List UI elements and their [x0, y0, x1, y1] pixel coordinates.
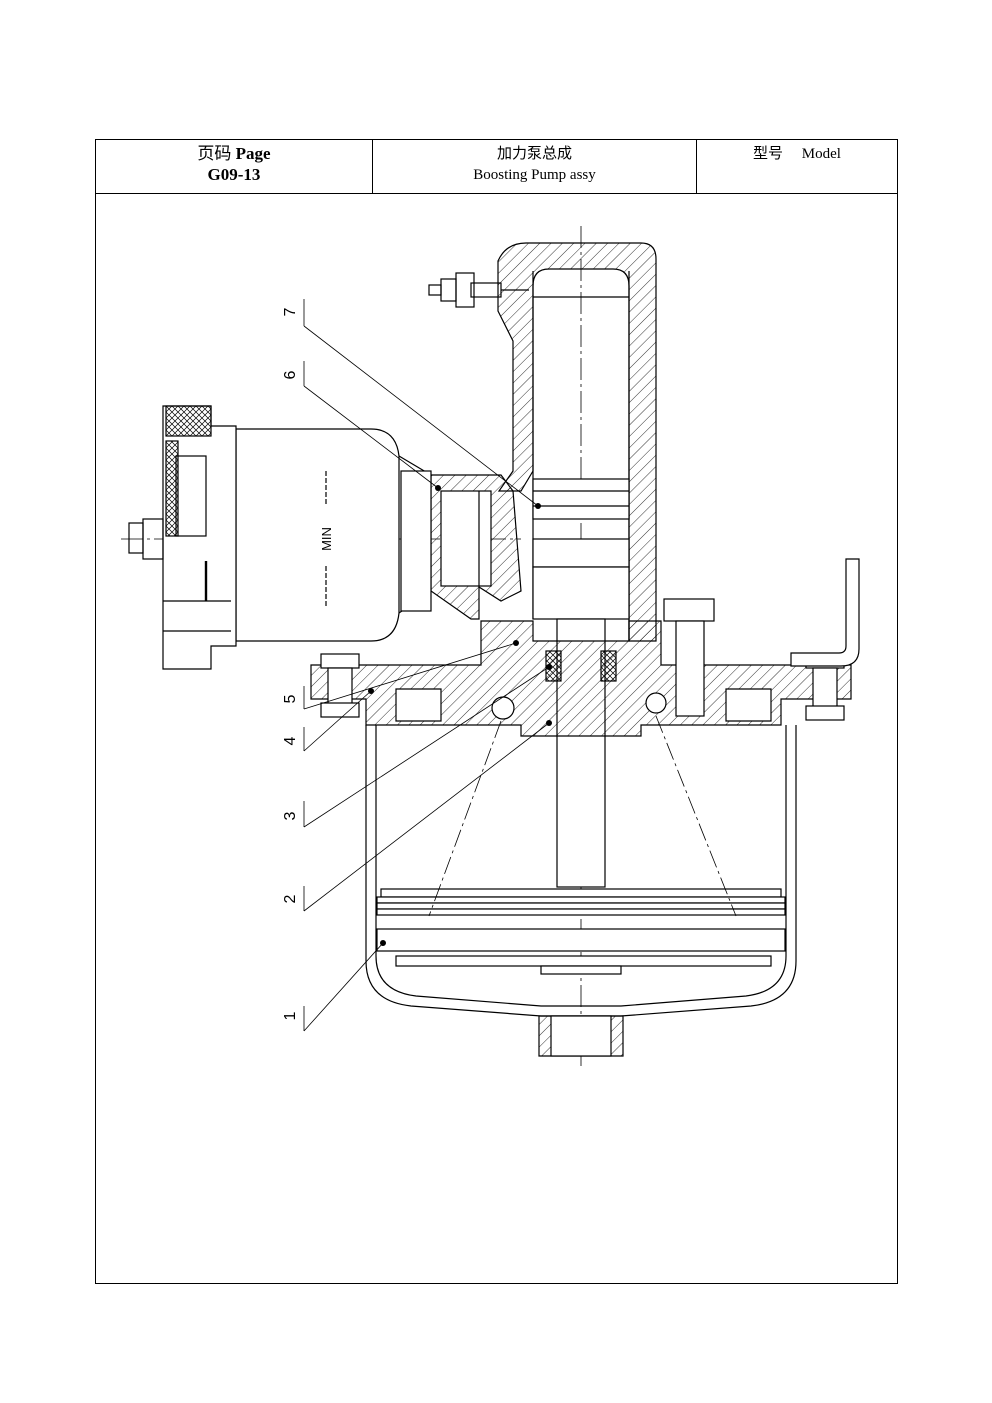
callout-7: 7: [282, 307, 299, 316]
page-cell: 页码 Page G09-13: [96, 140, 373, 193]
title-en: Boosting Pump assy: [473, 167, 596, 183]
callout-4: 4: [282, 736, 299, 745]
bleeder-valve: [428, 272, 529, 308]
model-label-cn: 型号: [753, 146, 784, 162]
model-label-en: Model: [801, 146, 841, 162]
diaphragm-plate: [376, 888, 786, 975]
fluid-reservoir: MIN: [128, 405, 432, 670]
title-cn: 加力泵总成: [496, 146, 572, 162]
vent-pipe: [790, 558, 860, 667]
left-bolt: [320, 653, 360, 718]
boosting-pump-drawing: MIN: [121, 226, 860, 1066]
title-cell: 加力泵总成 Boosting Pump assy: [373, 140, 697, 193]
callout-6: 6: [282, 370, 299, 379]
callout-3: 3: [282, 811, 299, 820]
page-label-en: Page: [235, 144, 271, 163]
drawing-sheet: 页码 Page G09-13 加力泵总成 Boosting Pump assy …: [95, 139, 898, 1284]
page-code: G09-13: [207, 165, 261, 184]
center-bolt: [663, 598, 715, 717]
model-cell: 型号 Model: [697, 140, 897, 193]
page-label-cn: 页码: [197, 144, 232, 163]
callout-1: 1: [282, 1011, 299, 1020]
callout-5: 5: [282, 694, 299, 703]
title-block: 页码 Page G09-13 加力泵总成 Boosting Pump assy …: [96, 140, 897, 194]
callout-2: 2: [282, 894, 299, 903]
flange-housing: [310, 620, 852, 737]
min-label: MIN: [319, 527, 334, 551]
